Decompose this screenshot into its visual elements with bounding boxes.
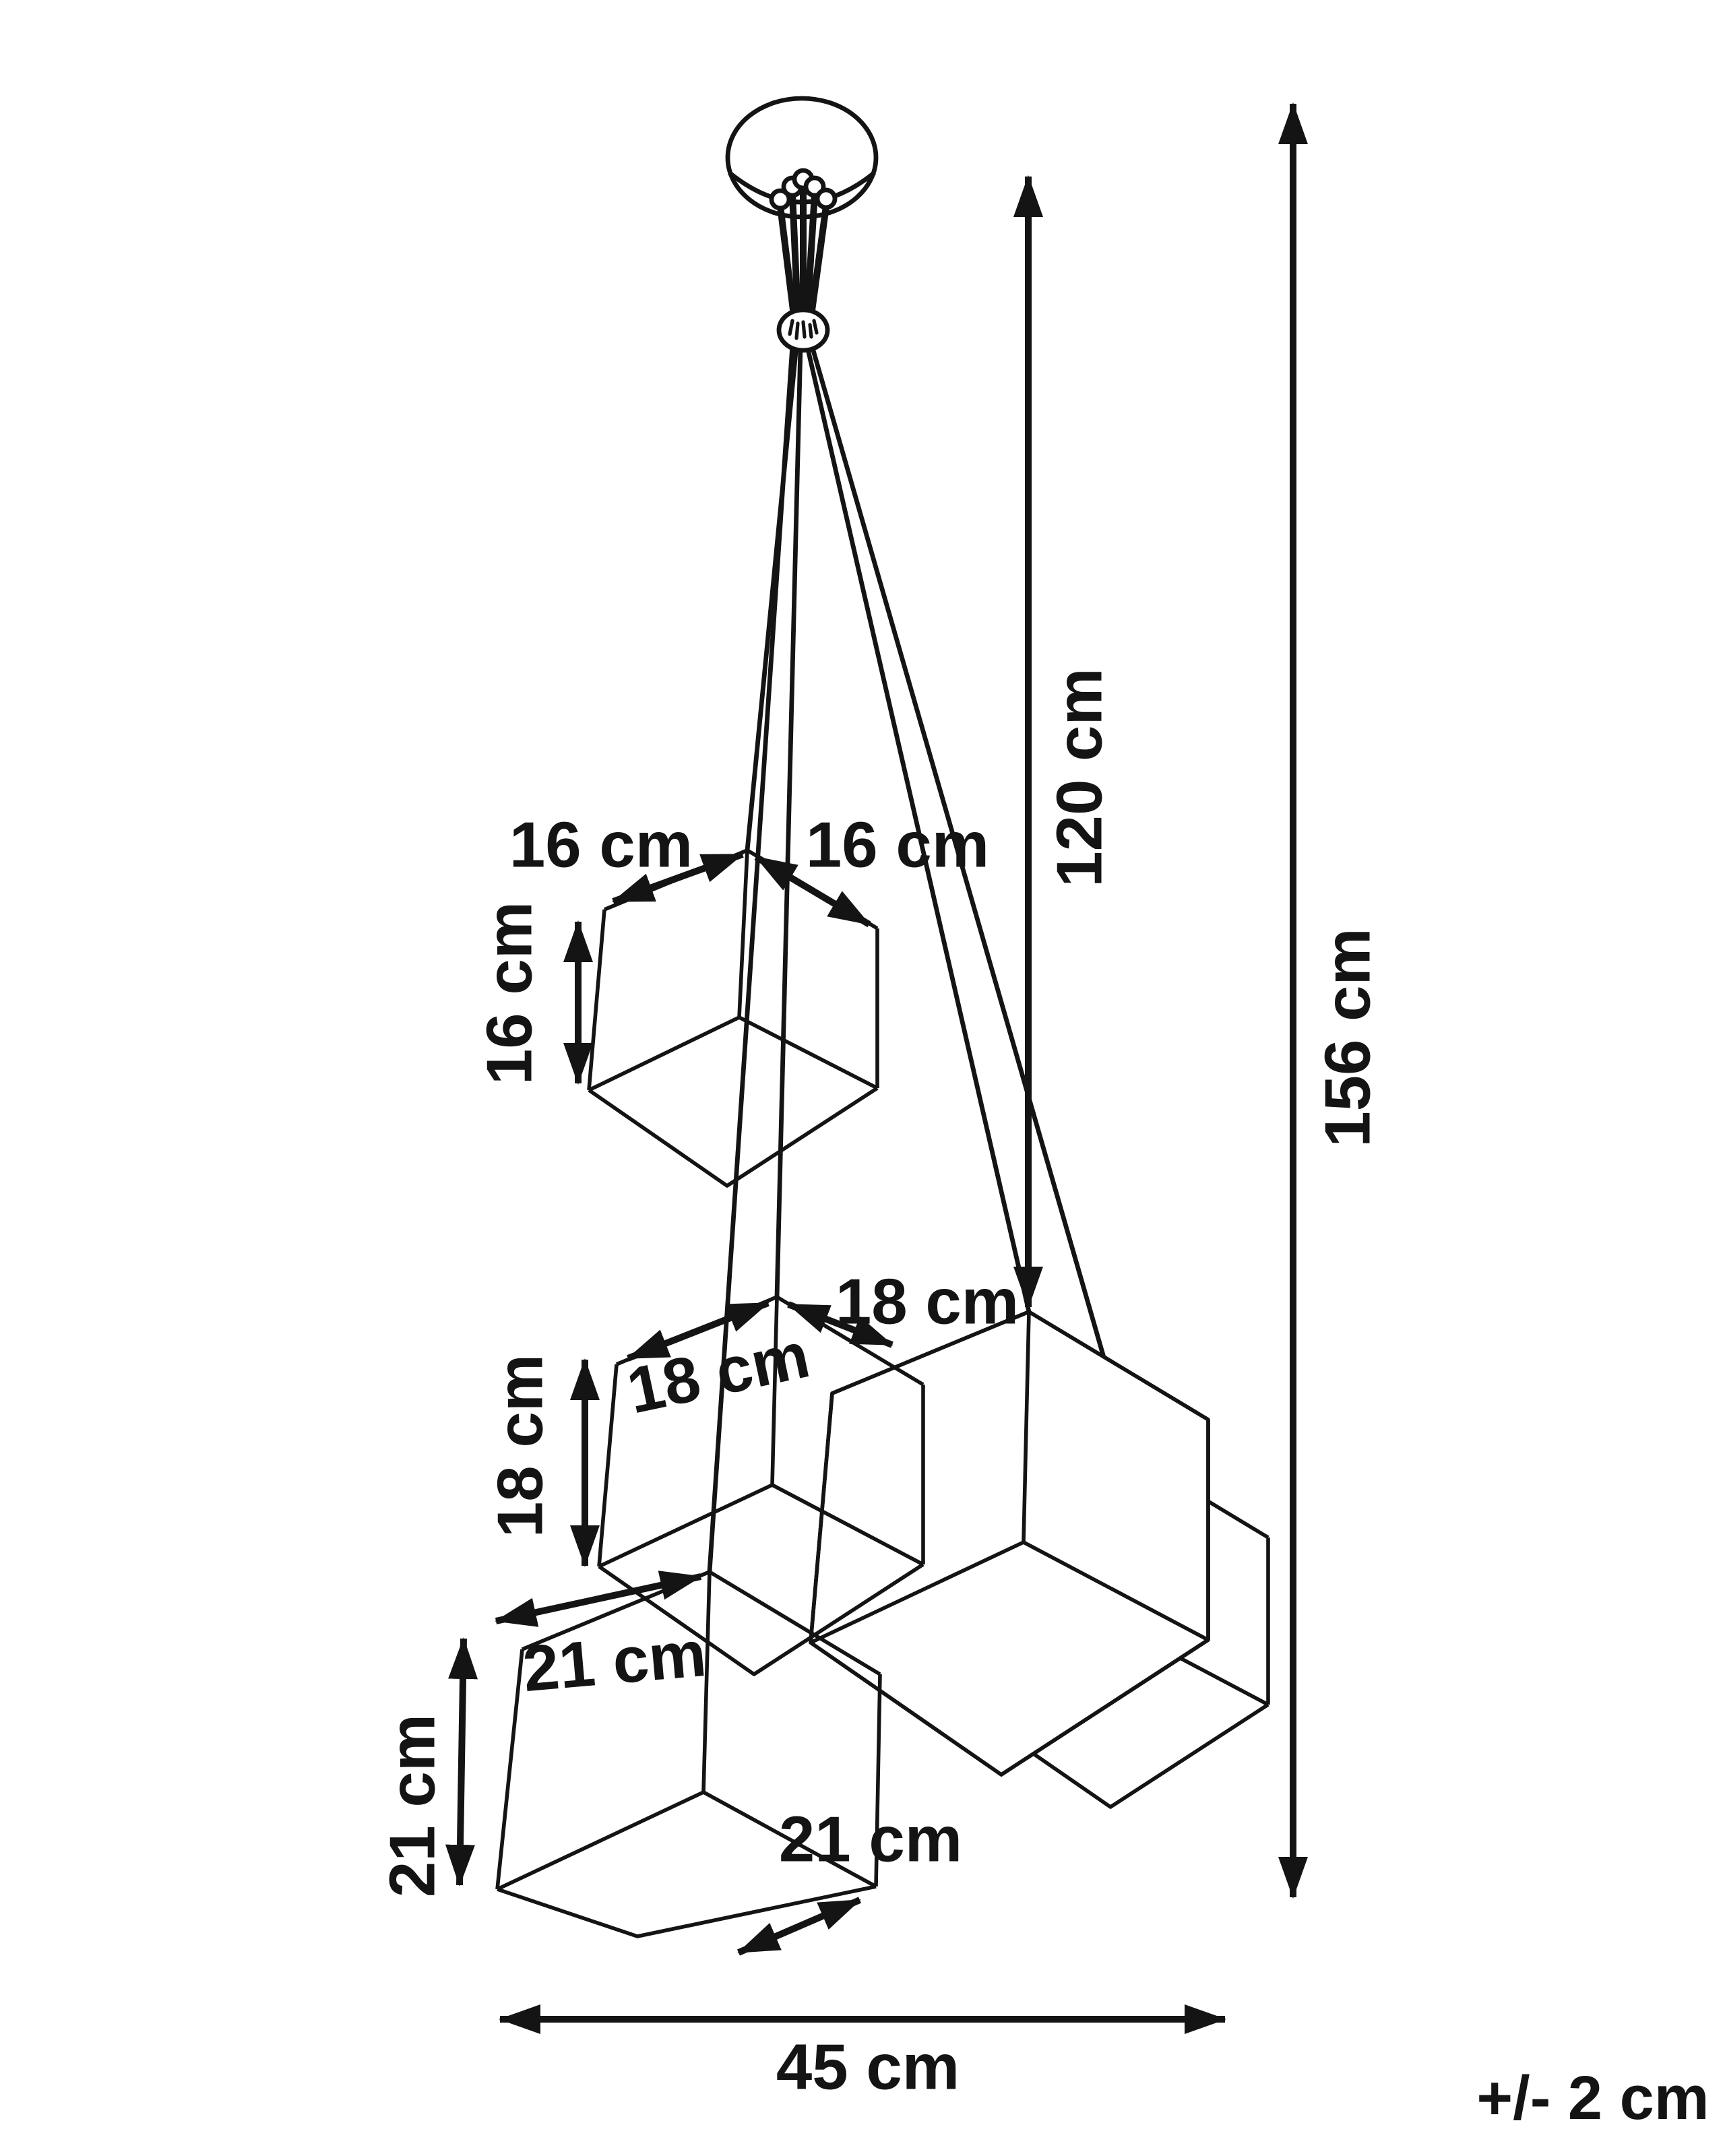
dim-label-45cm: 45 cm — [776, 2031, 960, 2103]
dim-label-156cm: 156 cm — [1312, 928, 1384, 1147]
dim-label-21cm-top: 21 cm — [520, 1618, 709, 1705]
dim-label-16cm-left: 16 cm — [509, 809, 693, 881]
suspension-cord-to-middle-cube — [774, 346, 803, 1298]
cube-shade-large-right — [809, 1310, 1210, 1777]
canopy-cord-balls — [769, 168, 838, 211]
cord-ball-icon — [815, 187, 838, 210]
dim-arrow-21cm-top — [495, 1571, 702, 1627]
dim-total-height-156cm: 156 cm — [1278, 102, 1384, 1899]
suspension-cord-to-top-cube — [745, 344, 799, 851]
dim-label-21cm-height: 21 cm — [377, 1714, 449, 1897]
knot-cord-stubs — [788, 319, 819, 340]
dim-arrow-21cm-bottom — [737, 1897, 861, 1956]
dim-label-21cm-bottom: 21 cm — [779, 1804, 962, 1876]
tolerance-note: +/- 2 cm — [1476, 2064, 1709, 2132]
dim-arrow-18cm-right — [787, 1301, 893, 1348]
dim-arrow-21cm-height — [445, 1637, 478, 1886]
suspension-cords — [707, 344, 1032, 1573]
canopy-cords — [777, 187, 829, 316]
dim-overall-width-45cm: 45 cm — [499, 2004, 1226, 2103]
dim-arrow-16cm-left — [612, 851, 744, 905]
dim-label-18cm-height: 18 cm — [484, 1354, 557, 1537]
ceiling-canopy — [725, 96, 879, 353]
cord-ball-icon — [769, 188, 792, 211]
dim-drop-height-120cm: 120 cm — [1013, 175, 1116, 1308]
dim-arrow-16cm-right — [754, 854, 871, 928]
dim-label-18cm-right: 18 cm — [836, 1266, 1019, 1338]
dim-label-120cm: 120 cm — [1044, 668, 1116, 887]
dim-label-16cm-height: 16 cm — [474, 901, 546, 1085]
suspension-cord-5 — [809, 343, 1135, 1456]
dim-arrow-18cm-left — [627, 1300, 770, 1362]
dim-group-21cm: 21 cm 21 cm 21 cm — [377, 1571, 962, 1956]
suspension-cord-to-right-cube — [805, 346, 1032, 1312]
dim-group-16cm: 16 cm 16 cm 16 cm — [474, 809, 990, 1085]
dim-label-16cm-right: 16 cm — [806, 809, 989, 881]
